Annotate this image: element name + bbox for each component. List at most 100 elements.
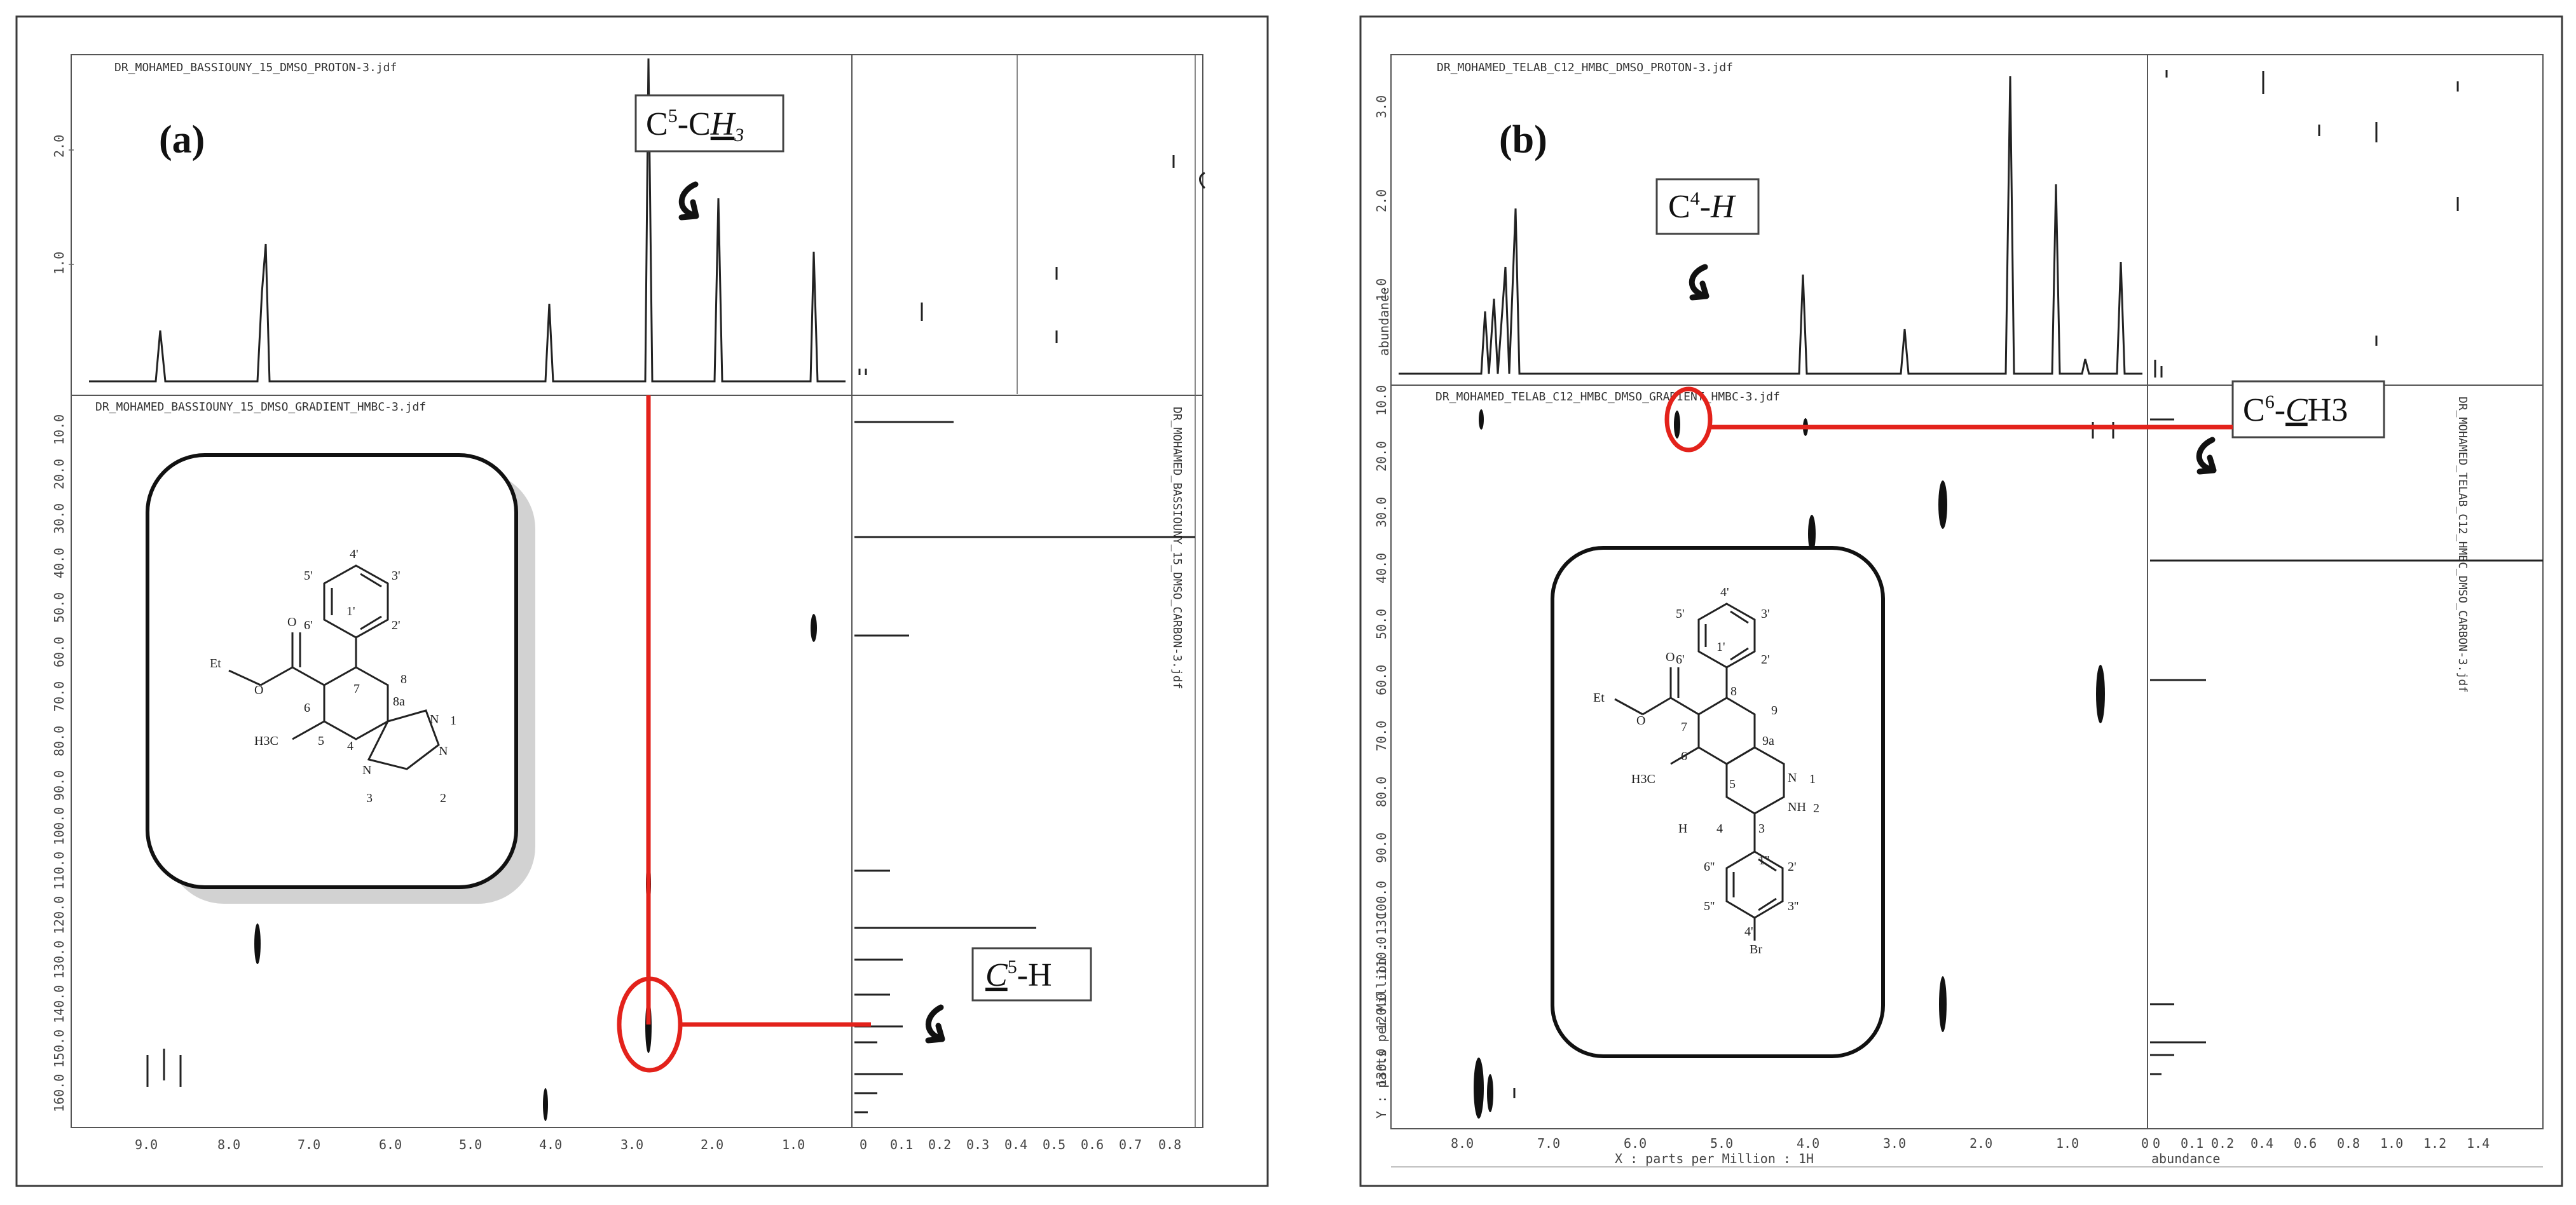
svg-text:7.0: 7.0 bbox=[298, 1137, 320, 1152]
svg-text:1': 1' bbox=[346, 604, 355, 618]
svg-text:70.0: 70.0 bbox=[1374, 721, 1389, 751]
svg-text:120.0: 120.0 bbox=[51, 896, 67, 934]
svg-text:110.0: 110.0 bbox=[1374, 937, 1389, 975]
svg-text:80.0: 80.0 bbox=[51, 726, 67, 756]
svg-text:5.0: 5.0 bbox=[1710, 1136, 1733, 1151]
svg-text:1: 1 bbox=[1809, 772, 1816, 786]
svg-text:1.0: 1.0 bbox=[2056, 1136, 2079, 1151]
svg-text:0.4: 0.4 bbox=[1004, 1137, 1027, 1152]
svg-text:80.0: 80.0 bbox=[1374, 777, 1389, 807]
svg-text:90.0: 90.0 bbox=[1374, 833, 1389, 863]
svg-text:7: 7 bbox=[1681, 720, 1687, 734]
svg-text:2.0: 2.0 bbox=[1374, 189, 1389, 212]
svg-text:8.0: 8.0 bbox=[217, 1137, 240, 1152]
panel-b-plot-frame bbox=[1390, 54, 2544, 1129]
panel-a-callout-top: C5-CH3 bbox=[634, 94, 784, 221]
panel-b-callout-top: C4-H bbox=[1655, 178, 1760, 301]
svg-text:4'': 4'' bbox=[1744, 925, 1755, 939]
svg-text:C5-CH3: C5-CH3 bbox=[646, 106, 744, 146]
svg-text:10.0: 10.0 bbox=[1374, 385, 1389, 416]
svg-text:0.1: 0.1 bbox=[2181, 1136, 2203, 1151]
svg-text:6.0: 6.0 bbox=[1624, 1136, 1647, 1151]
svg-text:1.0: 1.0 bbox=[1374, 278, 1389, 301]
svg-text:5'': 5'' bbox=[1704, 899, 1715, 913]
svg-text:2: 2 bbox=[1813, 801, 1819, 815]
svg-text:0.7: 0.7 bbox=[1119, 1137, 1142, 1152]
svg-text:0.1: 0.1 bbox=[890, 1137, 913, 1152]
svg-text:6: 6 bbox=[304, 701, 310, 715]
svg-text:1': 1' bbox=[1716, 640, 1725, 654]
svg-text:30.0: 30.0 bbox=[1374, 497, 1389, 528]
svg-text:8: 8 bbox=[1730, 684, 1737, 698]
svg-text:1'': 1'' bbox=[1758, 854, 1769, 868]
svg-text:4.0: 4.0 bbox=[539, 1137, 562, 1152]
panel-a-f1-side-marks bbox=[858, 55, 1206, 394]
curved-arrow-icon bbox=[1689, 264, 1709, 301]
curved-arrow-icon bbox=[678, 181, 699, 221]
svg-text:50.0: 50.0 bbox=[51, 592, 67, 623]
svg-text:Et: Et bbox=[210, 657, 221, 671]
svg-text:4: 4 bbox=[347, 739, 353, 753]
panel-b-side-ticks: 0 0.1 0.2 0.4 0.6 0.8 1.0 1.2 1.4 bbox=[2153, 1136, 2490, 1151]
svg-text:3': 3' bbox=[392, 569, 401, 583]
curved-arrow-icon bbox=[2196, 437, 2217, 475]
panel-b-f1-header: DR_MOHAMED_TELAB_C12_HMBC_DMSO_PROTON-3.… bbox=[1437, 61, 1733, 74]
panel-a: DR_MOHAMED_BASSIOUNY_15_DMSO_PROTON-3.jd… bbox=[15, 15, 1269, 1187]
panel-a-carbon-spectrum bbox=[854, 421, 1195, 1113]
svg-text:6': 6' bbox=[1676, 653, 1685, 667]
svg-text:H3C: H3C bbox=[254, 734, 278, 748]
svg-text:7: 7 bbox=[353, 682, 360, 696]
panel-b-y-ticks: 10.0 20.0 30.0 40.0 50.0 60.0 70.0 80.0 … bbox=[1374, 385, 1389, 1087]
panel-a-callout-bottom: C5-H bbox=[925, 947, 1092, 1044]
panel-b-x-ticks: 8.0 7.0 6.0 5.0 4.0 3.0 2.0 1.0 0 bbox=[1451, 1136, 2149, 1151]
svg-text:1.4: 1.4 bbox=[2467, 1136, 2490, 1151]
panel-a-f1-ticks: 2.0 1.0 bbox=[51, 135, 74, 275]
svg-text:0: 0 bbox=[860, 1137, 867, 1152]
svg-text:160.0: 160.0 bbox=[51, 1074, 67, 1112]
svg-text:4.0: 4.0 bbox=[1797, 1136, 1819, 1151]
panel-b-f1-axis-label: abundance bbox=[1376, 287, 1392, 356]
panel-b-side-axis-label: abundance bbox=[2151, 1151, 2220, 1166]
panel-b-label: (b) bbox=[1499, 118, 1547, 161]
panel-b-x-axis-label: X : parts per Million : 1H bbox=[1615, 1151, 1814, 1166]
svg-text:0.6: 0.6 bbox=[1081, 1137, 1104, 1152]
panel-a-correlation-marker bbox=[617, 395, 871, 1073]
svg-text:130.0: 130.0 bbox=[51, 941, 67, 979]
svg-text:0.4: 0.4 bbox=[2251, 1136, 2273, 1151]
svg-text:100.0: 100.0 bbox=[1374, 881, 1389, 919]
panel-b-side-header: DR_MOHAMED_TELAB_C12_HMBC_DMSO_CARBON-3.… bbox=[2456, 397, 2469, 693]
svg-text:120.0: 120.0 bbox=[1374, 993, 1389, 1031]
svg-text:7.0: 7.0 bbox=[1537, 1136, 1560, 1151]
svg-text:C5-H: C5-H bbox=[985, 957, 1052, 993]
svg-text:1.0: 1.0 bbox=[2380, 1136, 2403, 1151]
panel-a-plot-frame bbox=[71, 54, 1203, 1128]
svg-text:2': 2' bbox=[392, 618, 401, 632]
svg-text:5: 5 bbox=[1729, 777, 1736, 791]
svg-text:3.0: 3.0 bbox=[1374, 95, 1389, 118]
svg-text:40.0: 40.0 bbox=[51, 548, 67, 578]
panel-a-side-ticks: 0 0.1 0.2 0.3 0.4 0.5 0.6 0.7 0.8 bbox=[860, 1137, 1181, 1152]
svg-text:4: 4 bbox=[1716, 822, 1723, 836]
svg-text:2.0: 2.0 bbox=[1970, 1136, 1992, 1151]
svg-text:4': 4' bbox=[1720, 585, 1729, 599]
svg-text:6': 6' bbox=[304, 618, 313, 632]
svg-text:1.0: 1.0 bbox=[782, 1137, 805, 1152]
svg-text:C6-CH3: C6-CH3 bbox=[2243, 391, 2348, 428]
svg-text:2.0: 2.0 bbox=[701, 1137, 723, 1152]
svg-text:Br: Br bbox=[1750, 943, 1762, 957]
svg-text:150.0: 150.0 bbox=[51, 1030, 67, 1068]
panel-b-correlation-marker bbox=[1664, 386, 2233, 453]
svg-text:110.0: 110.0 bbox=[51, 852, 67, 890]
svg-text:2.0: 2.0 bbox=[51, 135, 67, 158]
svg-text:O: O bbox=[287, 615, 296, 629]
svg-text:3: 3 bbox=[1758, 822, 1765, 836]
panel-b: DR_MOHAMED_TELAB_C12_HMBC_DMSO_PROTON-3.… bbox=[1359, 15, 2563, 1187]
svg-text:9.0: 9.0 bbox=[135, 1137, 158, 1152]
svg-text:8a: 8a bbox=[393, 695, 405, 709]
panel-a-y-ticks: 10.0 20.0 30.0 40.0 50.0 60.0 70.0 80.0 … bbox=[51, 414, 67, 1112]
svg-text:5': 5' bbox=[304, 569, 313, 583]
svg-text:1.2: 1.2 bbox=[2423, 1136, 2446, 1151]
svg-text:3: 3 bbox=[366, 791, 373, 805]
svg-text:3'': 3'' bbox=[1788, 899, 1798, 913]
